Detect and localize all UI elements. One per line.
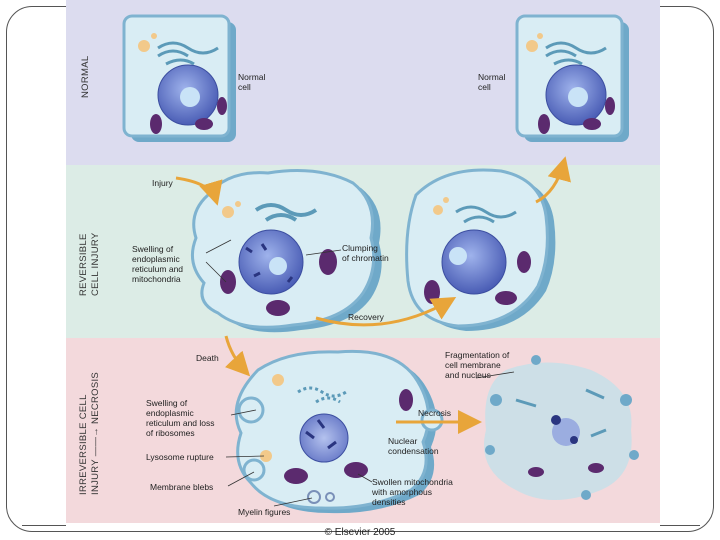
necrotic-cell xyxy=(234,349,444,514)
recovery-arrow xyxy=(315,296,457,327)
reversibly-injured-cell xyxy=(190,169,382,333)
cell-injury-figure: NORMAL REVERSIBLE CELL INJURY IRREVERSIB… xyxy=(66,0,660,523)
fragmented-cell xyxy=(484,355,639,500)
return-to-normal-arrow xyxy=(535,156,571,204)
leader-lines xyxy=(205,239,515,507)
label-normal-cell-left: Normal cell xyxy=(238,72,266,92)
copyright-notice: © Elsevier 2005 xyxy=(324,527,396,538)
slide-bottom-rule-right xyxy=(660,525,700,526)
label-lysosome-rupture: Lysosome rupture xyxy=(146,452,214,462)
label-nuclear-condensation: Nuclear condensation xyxy=(388,436,439,456)
label-necrosis: Necrosis xyxy=(418,408,452,418)
label-fragmentation: Fragmentation of cell membrane and nucle… xyxy=(445,350,510,380)
label-swelling-ribosomes: Swelling of endoplasmic reticulum and lo… xyxy=(146,398,215,438)
label-death: Death xyxy=(196,353,219,363)
injury-arrow xyxy=(175,176,223,206)
irreversible-band-label-2: INJURY ——→ NECROSIS xyxy=(90,371,101,495)
death-arrow xyxy=(224,335,251,377)
reversible-band-label-2: CELL INJURY xyxy=(90,232,101,297)
label-injury: Injury xyxy=(152,178,173,188)
slide-bottom-rule-left xyxy=(22,525,66,526)
normal-band-label: NORMAL xyxy=(80,55,91,98)
label-swollen-mito: Swollen mitochondria with amorphous dens… xyxy=(372,477,453,507)
label-recovery: Recovery xyxy=(348,312,384,322)
irreversible-band-label-1: IRREVERSIBLE CELL xyxy=(78,394,89,495)
label-swelling-er-mito: Swelling of endoplasmic reticulum and mi… xyxy=(132,244,184,284)
cell-illustrations xyxy=(122,14,639,514)
normal-cell-right xyxy=(515,14,629,142)
reversible-band-label-1: REVERSIBLE xyxy=(78,233,89,296)
label-membrane-blebs: Membrane blebs xyxy=(150,482,214,492)
normal-cell-left xyxy=(122,14,236,142)
label-normal-cell-right: Normal cell xyxy=(478,72,506,92)
label-clumping: Clumping of chromatin xyxy=(342,243,389,263)
recovering-cell xyxy=(405,168,556,331)
label-myelin-figures: Myelin figures xyxy=(238,507,291,517)
